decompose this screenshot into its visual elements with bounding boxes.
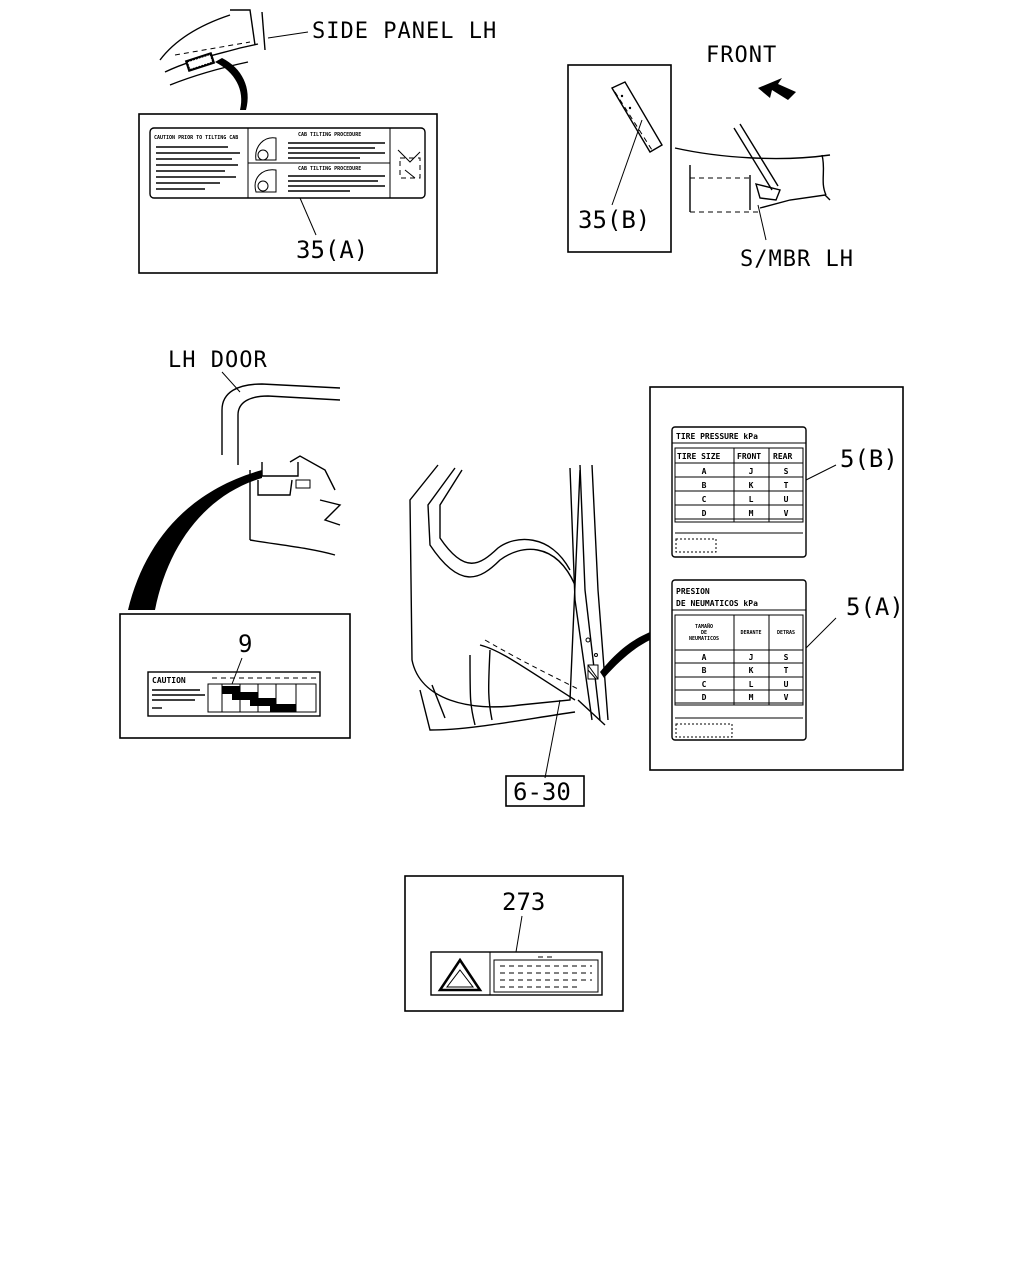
s-mbr-group: 35(B) FRONT S/MBR LH (567, 43, 854, 272)
tire-a-cell: J (749, 653, 754, 662)
door-opening-group: 6-30 (409, 464, 650, 807)
label-35a-drawing: CAUTION PRIOR TO TILTING CAB CAB TILTING… (149, 127, 426, 199)
tire-b-header-rear: REAR (773, 452, 792, 461)
lh-door-label: LH DOOR (168, 348, 268, 373)
tire-a-header-size-3: NEUMATICOS (689, 636, 719, 642)
tire-table-b: TIRE PRESSURE kPa TIRE SIZE FRONT REAR A… (671, 426, 807, 558)
label-9-drawing: CAUTION (147, 671, 321, 717)
side-panel-group: SIDE PANEL LH CAUTION PRIOR TO TILTING C… (138, 9, 497, 274)
label-35a-right-title-1: CAB TILTING PROCEDURE (298, 132, 361, 138)
tire-a-cell: U (784, 680, 789, 689)
tire-table-a-title-1: PRESION (676, 587, 710, 596)
tire-b-cell: V (784, 509, 789, 518)
tire-a-cell: B (702, 666, 707, 675)
tire-b-cell: K (749, 481, 754, 490)
tire-a-header-size-2: DE (701, 630, 707, 636)
tire-b-cell: U (784, 495, 789, 504)
s-mbr-lh-label: S/MBR LH (740, 247, 854, 272)
front-arrow-icon (758, 78, 796, 100)
tire-a-header-size-1: TAMAÑO (695, 623, 713, 630)
callout-273: 273 (502, 888, 545, 916)
tire-b-cell: J (749, 467, 754, 476)
front-label: FRONT (706, 43, 777, 68)
tire-b-cell: D (702, 509, 707, 518)
callout-35b: 35(B) (578, 206, 650, 234)
lh-door-group: LH DOOR 9 CAUTION (119, 348, 351, 739)
callout-9: 9 (238, 630, 252, 658)
callout-box-6-30 (505, 775, 585, 807)
tire-labels-group: TIRE PRESSURE kPa TIRE SIZE FRONT REAR A… (649, 386, 904, 771)
label-35a-left-title: CAUTION PRIOR TO TILTING CAB (154, 135, 238, 141)
callout-5a: 5(A) (846, 593, 904, 621)
tire-b-header-size: TIRE SIZE (677, 452, 721, 461)
tire-a-header-rear: DETRAS (777, 630, 795, 636)
callout-box-273 (404, 875, 624, 1012)
tire-a-header-front: DERANTE (740, 630, 761, 636)
tire-table-a: PRESION DE NEUMATICOS kPa TAMAÑO DE NEUM… (671, 579, 807, 741)
tire-b-cell: C (702, 495, 707, 504)
tire-a-cell: A (702, 653, 707, 662)
tire-a-cell: D (702, 693, 707, 702)
tire-a-cell: T (784, 666, 789, 675)
sticker-on-panel (184, 51, 216, 73)
label-35a-right-title-2: CAB TILTING PROCEDURE (298, 166, 361, 172)
label-273-group: 273 (404, 875, 624, 1012)
tire-table-b-title: TIRE PRESSURE kPa (676, 432, 758, 441)
tire-b-cell: A (702, 467, 707, 476)
tire-b-cell: M (749, 509, 754, 518)
tire-a-cell: K (749, 666, 754, 675)
tire-a-cell: C (702, 680, 707, 689)
callout-box-35a (138, 113, 438, 274)
callout-35a: 35(A) (296, 236, 368, 264)
tire-a-cell: M (749, 693, 754, 702)
tire-b-cell: S (784, 467, 789, 476)
tire-b-cell: L (749, 495, 754, 504)
tire-a-cell: S (784, 653, 789, 662)
tire-table-a-title-2: DE NEUMATICOS kPa (676, 599, 758, 608)
tire-a-cell: L (749, 680, 754, 689)
side-panel-lh-label: SIDE PANEL LH (312, 19, 497, 44)
callout-box-9 (119, 613, 351, 739)
callout-box-5 (649, 386, 904, 771)
tire-a-cell: V (784, 693, 789, 702)
tire-b-cell: B (702, 481, 707, 490)
callout-6-30: 6-30 (513, 778, 571, 806)
tire-b-header-front: FRONT (737, 452, 761, 461)
callout-5b: 5(B) (840, 445, 898, 473)
warning-triangle-icon (437, 957, 483, 992)
callout-box-35b (567, 64, 672, 253)
tire-b-cell: T (784, 481, 789, 490)
label-9-title: CAUTION (152, 676, 186, 685)
